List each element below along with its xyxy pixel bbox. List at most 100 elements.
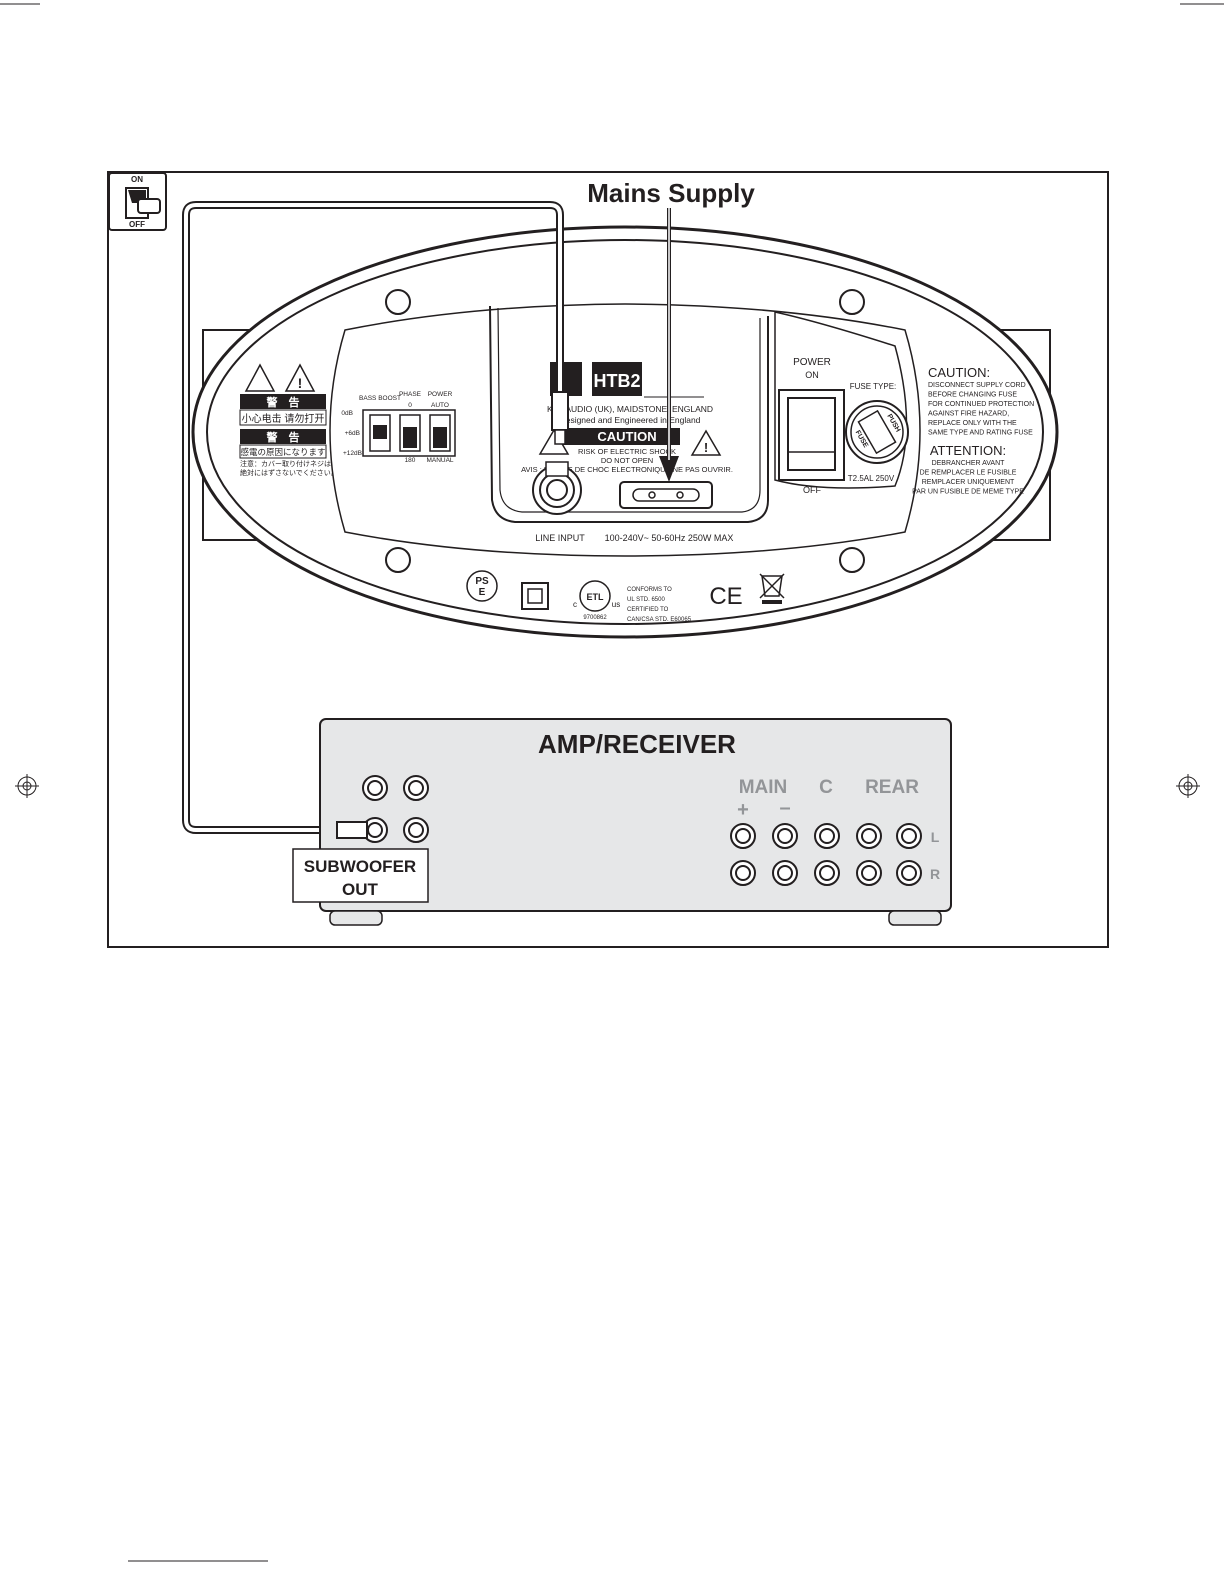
double-insulation-icon — [521, 582, 549, 610]
rear-label: REAR — [865, 777, 919, 798]
bass-boost-label: BASS BOOST — [359, 395, 401, 402]
subwoofer-out-label-box — [292, 848, 429, 903]
mains-supply-title: Mains Supply — [587, 178, 755, 208]
attention-line: PAR UN FUSIBLE DE MEME TYPE — [912, 489, 1024, 496]
caution-line: AGAINST FIRE HAZARD, — [928, 411, 1009, 418]
conforms-line: CONFORMS TO — [627, 587, 672, 593]
etl-mark: ETL c us 9700862 — [573, 580, 620, 621]
conforms-line: CAN/CSA STD. E60065 — [627, 617, 692, 623]
right-channel-label: R — [930, 866, 940, 882]
caution-line: REPLACE ONLY WITH THE — [928, 420, 1017, 427]
brand-label: HTB2 — [593, 371, 640, 391]
conforms-line: UL STD. 6500 — [627, 597, 665, 603]
svg-text:!: ! — [298, 375, 303, 391]
caution-line: FOR CONTINUED PROTECTION — [928, 401, 1034, 408]
registration-mark-right — [1176, 774, 1200, 798]
etl-c-label: c — [573, 600, 577, 609]
avis-text: AVIS : RISQUE DE CHOC ELECTRONIQUE NE PA… — [521, 465, 733, 474]
risk-line-1: RISK OF ELECTRIC SHOCK — [578, 447, 676, 456]
speaker-jack-left — [772, 823, 798, 849]
screw-icon — [385, 289, 411, 315]
input-jack — [403, 817, 429, 843]
switch-on-label: ON — [131, 175, 143, 184]
jp-note-2: 絶対にはずさないでください。 — [240, 468, 338, 477]
etl-number-label: 9700862 — [583, 615, 607, 621]
power-rocker-switch — [778, 389, 845, 481]
speaker-jack-left — [814, 823, 840, 849]
main-label: MAIN — [739, 777, 788, 798]
subwoofer-panel: HTB2 KEF AUDIO (UK), MAIDSTONE, ENGLAND … — [191, 225, 1059, 639]
caution-warning-icon — [690, 429, 722, 456]
screw-icon — [839, 547, 865, 573]
phase-180-label: 180 — [405, 457, 416, 464]
receiver-foot-left — [329, 910, 383, 926]
bass-boost-switch — [369, 414, 391, 452]
speaker-jack-left — [730, 823, 756, 849]
auto-label: AUTO — [431, 402, 449, 409]
caution-line: SAME TYPE AND RATING FUSE — [928, 430, 1033, 437]
jp-warning-label-2: 警 告 — [266, 430, 300, 444]
cn-warning-label: 小心电击 请勿打开 — [242, 412, 325, 425]
address-text: KEF AUDIO (UK), MAIDSTONE, ENGLAND — [547, 404, 713, 414]
speaker-jack-right — [814, 860, 840, 886]
manual-label: MANUAL — [426, 457, 453, 464]
input-jack — [403, 775, 429, 801]
subwoofer-out-jack — [362, 817, 388, 843]
fuse-rating-label: T2.5AL 250V — [848, 474, 895, 483]
weee-bin-icon — [759, 573, 785, 604]
pse-bottom-label: E — [479, 587, 486, 598]
attention-text-block: DEBRANCHER AVANT DE REMPLACER LE FUSIBLE R… — [912, 460, 1024, 496]
jp-shock-label: 感電の原因になります — [240, 447, 325, 457]
subwoofer-cable — [182, 201, 569, 834]
pse-mark: PS E — [466, 570, 498, 602]
plus-label: + — [737, 799, 749, 821]
db12-label: +12dB — [343, 450, 362, 457]
jp-note-1: 注意：カバー取り付けネジは — [240, 459, 331, 468]
subwoofer-out-line-1: SUBWOOFER — [304, 857, 416, 876]
amp-receiver: AMP/RECEIVER MAIN C REAR + – L R SUBWOOF… — [292, 718, 952, 926]
attention-title: ATTENTION: — [930, 443, 1006, 458]
conforms-line: CERTIFIED TO — [627, 607, 669, 613]
etl-us-label: us — [612, 600, 620, 609]
risk-line-2: DO NOT OPEN — [601, 456, 653, 465]
subwoofer-out-line-2: OUT — [342, 880, 379, 899]
phase-switch — [399, 414, 421, 452]
registration-mark-left — [15, 774, 39, 798]
caution-line: DISCONNECT SUPPLY CORD — [928, 382, 1026, 389]
power-mode-switch — [429, 414, 451, 452]
fuse-holder: PUSH FUSE — [845, 400, 909, 464]
caution-warning-icon-left — [284, 363, 316, 392]
rating-label: 100-240V~ 50-60Hz 250W MAX — [605, 533, 734, 543]
fuse-type-label: FUSE TYPE: — [850, 382, 897, 391]
power-mode-label: POWER — [428, 391, 453, 398]
power-label: POWER — [793, 357, 831, 368]
attention-line: DE REMPLACER LE FUSIBLE — [920, 470, 1017, 477]
screw-icon — [839, 289, 865, 315]
line-input-label: LINE INPUT — [535, 533, 585, 543]
power-off-label: OFF — [803, 485, 821, 495]
pse-top-label: PS — [475, 576, 489, 587]
attention-line: REMPLACER UNIQUEMENT — [922, 479, 1015, 486]
caution-banner-text: CAUTION — [597, 429, 656, 444]
db0-label: 0dB — [341, 410, 353, 417]
on-off-switch-icon: ON OFF — [108, 172, 167, 231]
mains-arrow — [659, 208, 679, 482]
minus-label: – — [779, 797, 790, 819]
ce-mark: CE — [709, 583, 742, 610]
caution-banner — [555, 428, 680, 445]
phase-label: PHASE — [399, 391, 422, 398]
attention-line: DEBRANCHER AVANT — [932, 460, 1006, 467]
speaker-jack-right — [772, 860, 798, 886]
speaker-jack-left — [856, 823, 882, 849]
crop-marks — [0, 3, 1224, 1562]
center-label: C — [819, 777, 833, 798]
mains-inlet — [619, 481, 713, 509]
subwoofer-plug — [336, 821, 368, 839]
power-on-label: ON — [805, 370, 819, 380]
receiver-title: AMP/RECEIVER — [538, 729, 736, 759]
etl-label: ETL — [587, 592, 605, 602]
screw-icon — [385, 547, 411, 573]
